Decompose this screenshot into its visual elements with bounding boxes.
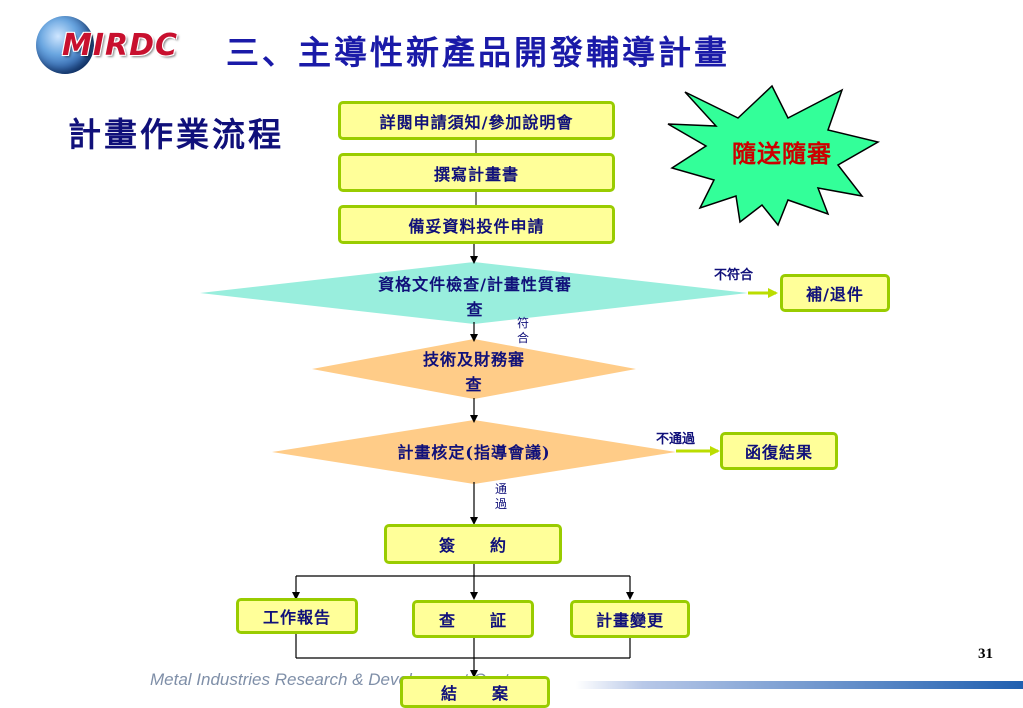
logo-text: MIRDC (62, 28, 179, 63)
check3-text: 計畫核定(指導會議) (397, 443, 551, 462)
label-pass: 通過 (494, 482, 507, 511)
step-read-guidelines: 詳閱申請須知/參加說明會 (338, 101, 615, 140)
step-submit-application: 備妥資料投件申請 (338, 205, 615, 244)
diamond-check3 (272, 420, 676, 484)
reject-box: 補/退件 (780, 274, 890, 312)
page-subtitle: 計畫作業流程 (68, 115, 284, 154)
step-work-report: 工作報告 (236, 598, 358, 634)
diamond-check2 (312, 339, 636, 399)
check1-text: 資格文件檢查/計畫性質審 查 (330, 272, 620, 322)
logo-globe-icon (36, 16, 94, 74)
label-not-pass: 不通過 (656, 432, 696, 447)
callout-star (667, 84, 881, 227)
page-title: 三、主導性新產品開發輔導計畫 (226, 33, 730, 72)
step-close: 結 案 (400, 676, 550, 708)
check1-line1: 資格文件檢查/計畫性質審 (378, 275, 572, 294)
label-match: 符合 (516, 316, 529, 345)
footer-bar (576, 681, 1023, 689)
step-sign: 簽 約 (384, 524, 562, 564)
label-not-match: 不符合 (714, 268, 754, 283)
callout-text: 隨送隨審 (732, 139, 832, 168)
step-change: 計畫變更 (570, 600, 690, 638)
check2-line2: 查 (465, 375, 483, 394)
diamond-check1 (200, 262, 748, 324)
check1-line2: 查 (466, 300, 484, 319)
step-inspect: 查 証 (412, 600, 534, 638)
result-box: 函復結果 (720, 432, 838, 470)
check2-text: 技術及財務審 查 (394, 347, 554, 397)
step-write-proposal: 撰寫計畫書 (338, 153, 615, 192)
check2-line1: 技術及財務審 (422, 350, 525, 369)
page-number: 31 (978, 646, 993, 662)
